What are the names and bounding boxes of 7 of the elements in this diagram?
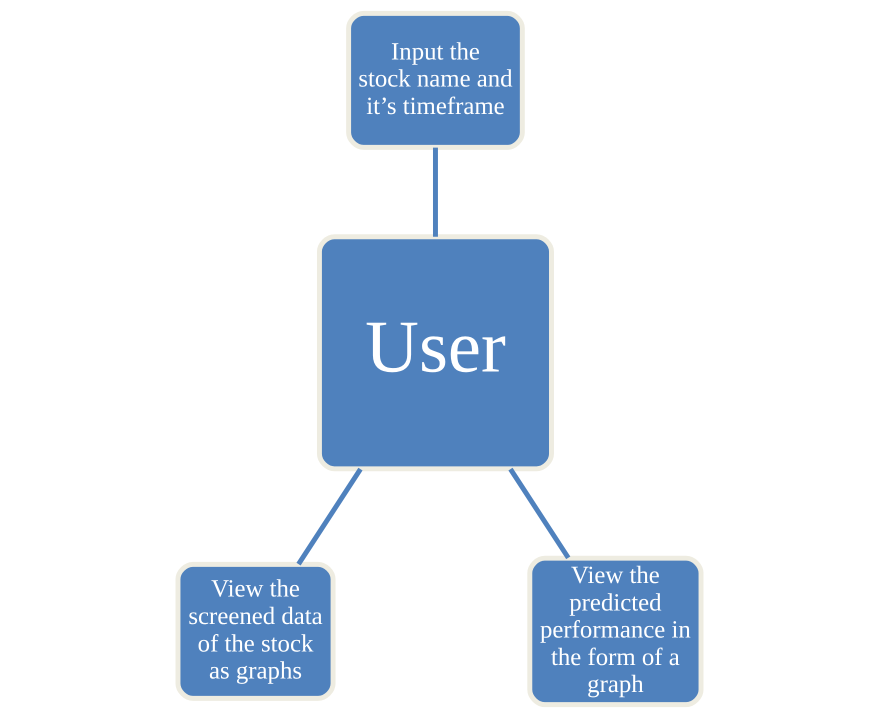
node-box: Input the stock name and it’s timeframe xyxy=(346,10,524,150)
connector xyxy=(296,468,362,566)
connector xyxy=(432,148,438,237)
node-box: View the screened data of the stock as graphs xyxy=(174,562,336,701)
node-box: User xyxy=(316,234,554,472)
node-box: View the predicted performance in the form of a graph xyxy=(526,556,704,708)
connector xyxy=(508,468,570,560)
